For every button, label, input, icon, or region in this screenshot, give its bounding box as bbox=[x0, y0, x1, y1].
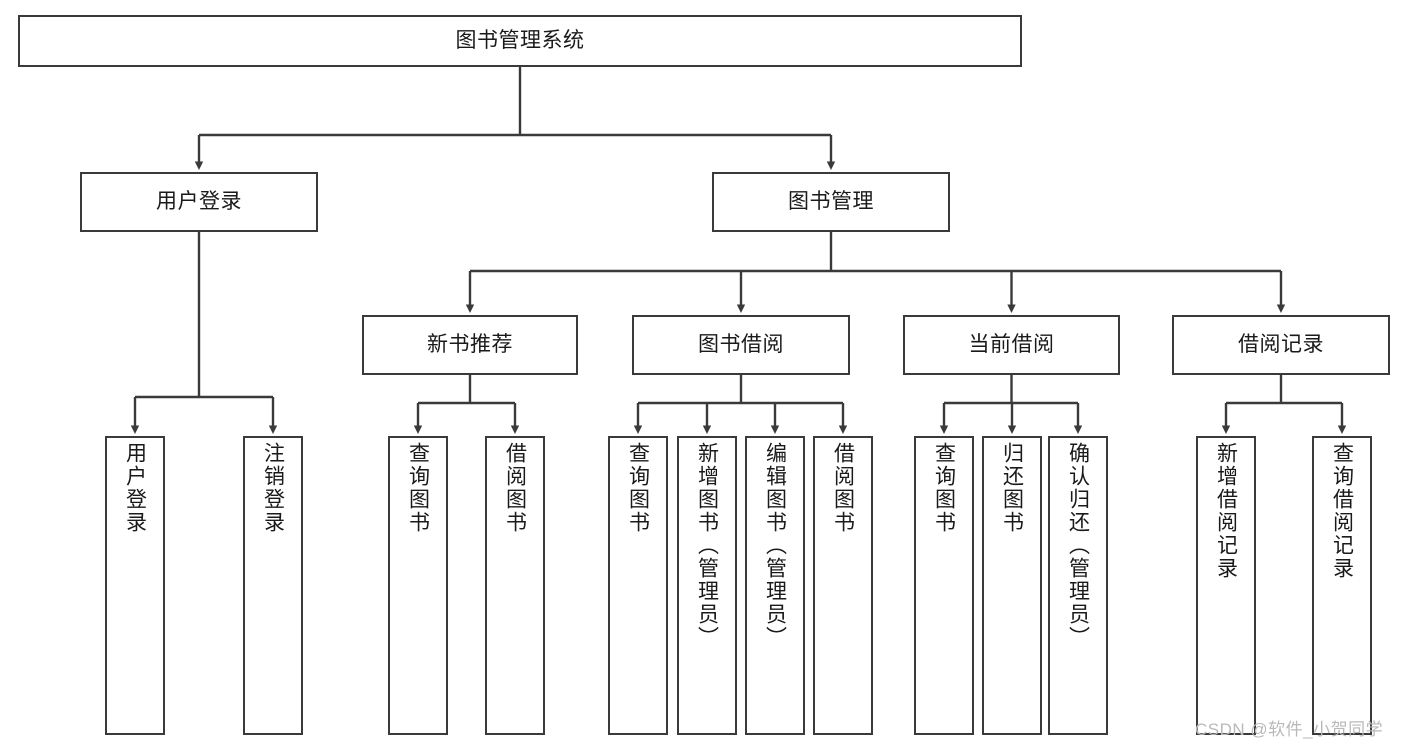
node-leaf-query-book-1[interactable]: 查询图书 bbox=[388, 436, 448, 735]
node-label-current-borrow: 当前借阅 bbox=[968, 332, 1055, 356]
node-label-leaf-borrow-book-1: 借阅图书 bbox=[503, 442, 527, 534]
node-root[interactable]: 图书管理系统 bbox=[18, 15, 1022, 67]
node-label-leaf-edit-book: 编辑图书（管理员） bbox=[763, 442, 787, 649]
node-label-borrow-record: 借阅记录 bbox=[1238, 332, 1324, 356]
node-user-login[interactable]: 用户登录 bbox=[80, 172, 318, 232]
node-label-leaf-add-book: 新增图书（管理员） bbox=[695, 442, 719, 649]
node-borrow-record[interactable]: 借阅记录 bbox=[1172, 315, 1390, 375]
node-leaf-add-book[interactable]: 新增图书（管理员） bbox=[677, 436, 737, 735]
node-leaf-query-record[interactable]: 查询借阅记录 bbox=[1312, 436, 1372, 735]
node-label-leaf-return-book: 归还图书 bbox=[1000, 442, 1024, 534]
node-leaf-query-book-2[interactable]: 查询图书 bbox=[608, 436, 668, 735]
node-leaf-confirm-return[interactable]: 确认归还（管理员） bbox=[1048, 436, 1108, 735]
node-leaf-user-login[interactable]: 用户登录 bbox=[105, 436, 165, 735]
node-leaf-query-book-3[interactable]: 查询图书 bbox=[914, 436, 974, 735]
node-leaf-add-record[interactable]: 新增借阅记录 bbox=[1196, 436, 1256, 735]
node-leaf-borrow-book-2[interactable]: 借阅图书 bbox=[813, 436, 873, 735]
connector-lines bbox=[130, 67, 1347, 434]
node-label-leaf-user-login: 用户登录 bbox=[123, 442, 147, 534]
node-label-user-login: 用户登录 bbox=[156, 189, 242, 213]
node-label-leaf-borrow-book-2: 借阅图书 bbox=[831, 442, 855, 534]
node-label-leaf-query-book-1: 查询图书 bbox=[406, 442, 430, 534]
node-label-leaf-confirm-return: 确认归还（管理员） bbox=[1066, 442, 1090, 649]
node-label-leaf-query-book-3: 查询图书 bbox=[932, 442, 956, 534]
node-label-leaf-user-logout: 注销登录 bbox=[261, 442, 285, 534]
node-book-manage[interactable]: 图书管理 bbox=[712, 172, 950, 232]
node-label-new-book-rec: 新书推荐 bbox=[427, 332, 513, 356]
node-new-book-rec[interactable]: 新书推荐 bbox=[362, 315, 578, 375]
node-book-borrow[interactable]: 图书借阅 bbox=[632, 315, 850, 375]
node-label-book-borrow: 图书借阅 bbox=[698, 332, 784, 356]
node-label-leaf-add-record: 新增借阅记录 bbox=[1214, 442, 1238, 580]
node-leaf-return-book[interactable]: 归还图书 bbox=[982, 436, 1042, 735]
node-leaf-user-logout[interactable]: 注销登录 bbox=[243, 436, 303, 735]
watermark-text: CSDN @软件_小贺同学 bbox=[1195, 720, 1384, 739]
node-label-book-manage: 图书管理 bbox=[788, 189, 874, 213]
node-current-borrow[interactable]: 当前借阅 bbox=[903, 315, 1120, 375]
node-label-root: 图书管理系统 bbox=[455, 28, 585, 52]
node-label-leaf-query-record: 查询借阅记录 bbox=[1330, 442, 1354, 580]
node-label-leaf-query-book-2: 查询图书 bbox=[626, 442, 650, 534]
node-leaf-edit-book[interactable]: 编辑图书（管理员） bbox=[745, 436, 805, 735]
node-leaf-borrow-book-1[interactable]: 借阅图书 bbox=[485, 436, 545, 735]
